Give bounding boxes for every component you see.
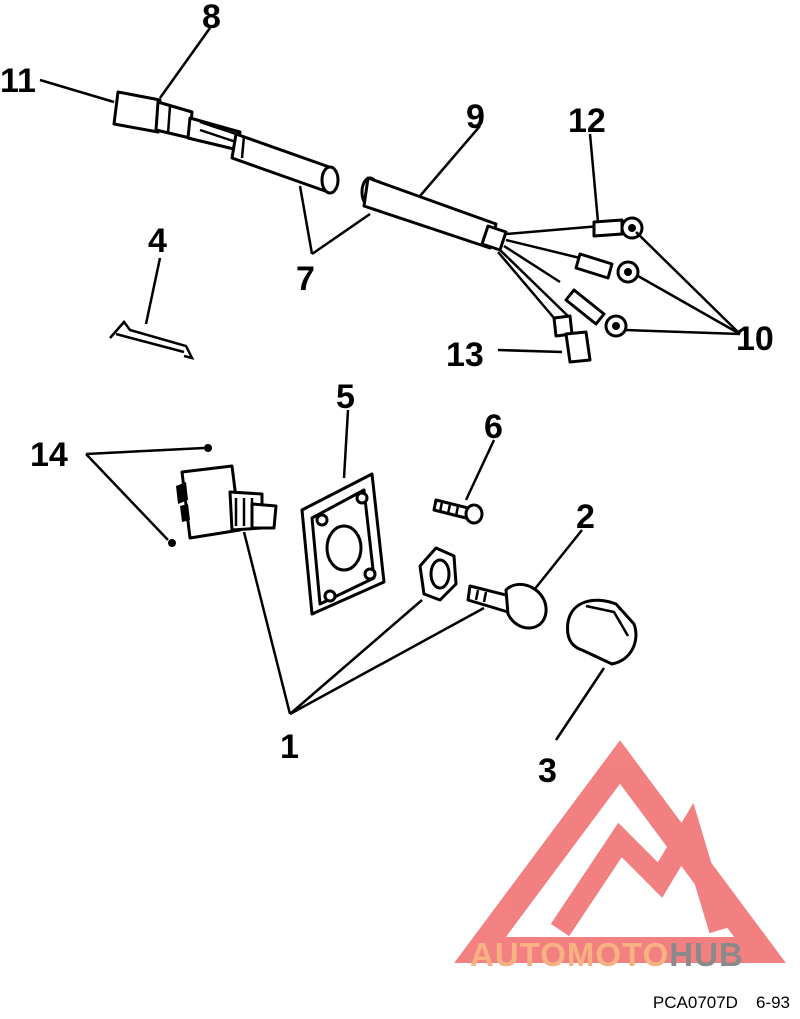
watermark-text: AUTOMOTOHUB xyxy=(470,936,744,973)
callout-11: 11 xyxy=(0,62,36,100)
callout-6: 6 xyxy=(484,408,503,446)
wire-harness xyxy=(360,176,644,364)
figure-footer: PCA0707D 6-93 xyxy=(635,993,790,1013)
callout-3: 3 xyxy=(538,752,557,790)
callout-4: 4 xyxy=(148,222,167,260)
watermark-text-b: HUB xyxy=(669,936,744,973)
leader-lines xyxy=(39,27,741,741)
callout-5: 5 xyxy=(336,378,355,416)
harness-clip xyxy=(109,320,195,360)
callout-10: 10 xyxy=(736,320,774,358)
callout-2: 2 xyxy=(576,498,595,536)
key xyxy=(466,583,548,630)
mounting-plate xyxy=(300,472,386,616)
callout-9: 9 xyxy=(466,98,485,136)
watermark-text-a: AUTOMOTO xyxy=(470,936,669,973)
switch-cap xyxy=(566,598,638,666)
callout-7: 7 xyxy=(296,260,315,298)
screw xyxy=(432,498,484,525)
callout-8: 8 xyxy=(202,0,221,36)
figure-code: PCA0707D xyxy=(652,993,738,1012)
ignition-switch xyxy=(168,444,278,547)
callout-12: 12 xyxy=(568,102,606,140)
callout-1: 1 xyxy=(280,728,299,766)
figure-date: 6-93 xyxy=(755,993,790,1012)
callout-labels: 11 8 9 12 7 4 10 13 5 6 14 2 1 3 xyxy=(0,0,774,790)
callout-14: 14 xyxy=(30,436,68,474)
nut xyxy=(418,546,458,602)
callout-13: 13 xyxy=(446,336,484,374)
watermark-logo xyxy=(454,740,786,963)
plug-connector-assembly xyxy=(112,90,340,195)
